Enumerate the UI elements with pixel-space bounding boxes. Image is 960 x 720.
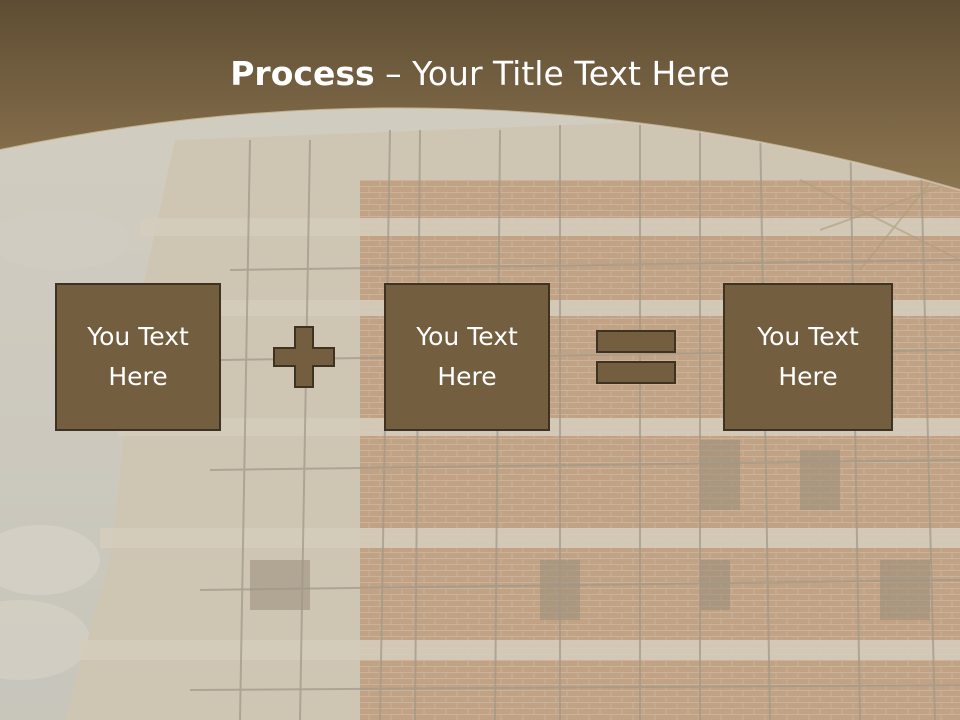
box-text-line: You Text [87,322,189,351]
slide-title: Process – Your Title Text Here [0,52,960,96]
box-text-line: You Text [757,322,859,351]
box-text-line: You Text [416,322,518,351]
process-box-2: You Text Here [384,283,550,431]
plus-icon [273,326,335,388]
box-text-line: Here [108,362,168,391]
title-rest: – Your Title Text Here [374,54,730,93]
title-bold: Process [230,54,375,93]
process-box-1: You Text Here [55,283,221,431]
process-box-3: You Text Here [723,283,893,431]
box-text-line: Here [437,362,497,391]
box-text-line: Here [778,362,838,391]
equals-icon [596,330,676,384]
